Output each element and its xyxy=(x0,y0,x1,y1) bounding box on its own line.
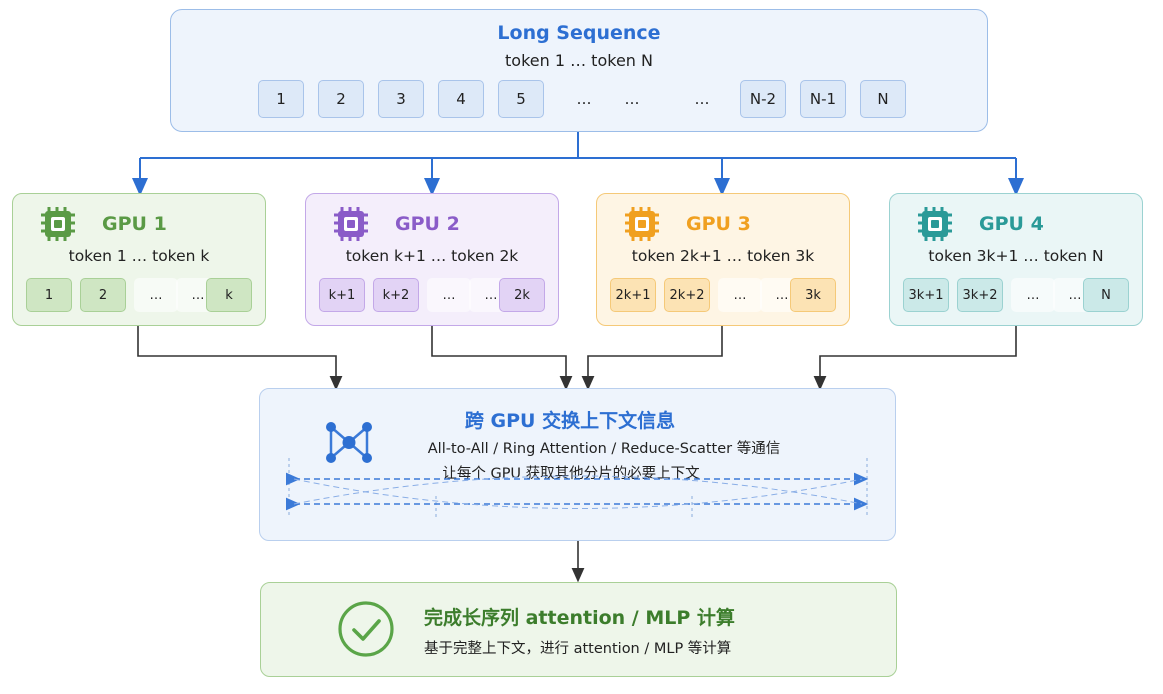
gpu-token: N xyxy=(1083,278,1129,312)
token-ellipsis: … xyxy=(1011,278,1055,312)
check-circle-icon xyxy=(338,601,394,657)
gpu-token: 2k+2 xyxy=(664,278,710,312)
sequence-token: N-1 xyxy=(800,80,846,118)
gpu-token-range: token k+1 … token 2k xyxy=(345,247,519,265)
long-sequence-title: Long Sequence xyxy=(497,22,661,44)
gpu-chip-icon xyxy=(41,207,75,241)
context-exchange-box xyxy=(259,388,896,541)
token-ellipsis: … xyxy=(718,278,762,312)
gpu-token: 3k+2 xyxy=(957,278,1003,312)
sequence-token: 2 xyxy=(318,80,364,118)
ring-exchange-arrows xyxy=(286,458,869,520)
done-title: 完成长序列 attention / MLP 计算 xyxy=(424,607,735,629)
token-ellipsis: … xyxy=(134,278,178,312)
context-exchange-title: 跨 GPU 交换上下文信息 xyxy=(464,410,676,432)
token-ellipsis: … xyxy=(576,90,592,108)
gpu-chip-icon xyxy=(334,207,368,241)
gpu-title: GPU 2 xyxy=(395,213,460,235)
sequence-token: 5 xyxy=(498,80,544,118)
gpu-chip-icon xyxy=(918,207,952,241)
gpu-title: GPU 3 xyxy=(686,213,751,235)
gpu-token-range: token 2k+1 … token 3k xyxy=(631,247,815,265)
gpu-title: GPU 4 xyxy=(979,213,1044,235)
token-ellipsis: … xyxy=(694,90,710,108)
split-arrows xyxy=(132,132,1024,196)
token-ellipsis: … xyxy=(624,90,640,108)
gpu-title: GPU 1 xyxy=(102,213,167,235)
gpu-token: k+2 xyxy=(373,278,419,312)
gpu-token-range: token 1 … token k xyxy=(68,247,210,265)
gpu-token: 2k+1 xyxy=(610,278,656,312)
sequence-token: 3 xyxy=(378,80,424,118)
done-subtitle: 基于完整上下文，进行 attention / MLP 等计算 xyxy=(424,641,732,657)
gpu-token: k xyxy=(206,278,252,312)
done-box xyxy=(260,582,897,677)
sequence-token: N-2 xyxy=(740,80,786,118)
long-sequence-subtitle: token 1 … token N xyxy=(505,51,653,70)
network-icon xyxy=(326,422,372,463)
sequence-token: 4 xyxy=(438,80,484,118)
sequence-token: 1 xyxy=(258,80,304,118)
sequence-token: N xyxy=(860,80,906,118)
gpu-token: k+1 xyxy=(319,278,365,312)
gpu-token: 3k xyxy=(790,278,836,312)
gpu-token-range: token 3k+1 … token N xyxy=(928,247,1104,265)
gpu-token: 2k xyxy=(499,278,545,312)
token-ellipsis: … xyxy=(427,278,471,312)
long-sequence-box xyxy=(170,9,988,132)
gpu-token: 3k+1 xyxy=(903,278,949,312)
gpu-token: 1 xyxy=(26,278,72,312)
context-exchange-line1: All-to-All / Ring Attention / Reduce-Sca… xyxy=(427,441,781,457)
merge-arrows xyxy=(137,326,1017,583)
gpu-token: 2 xyxy=(80,278,126,312)
gpu-chip-icon xyxy=(625,207,659,241)
